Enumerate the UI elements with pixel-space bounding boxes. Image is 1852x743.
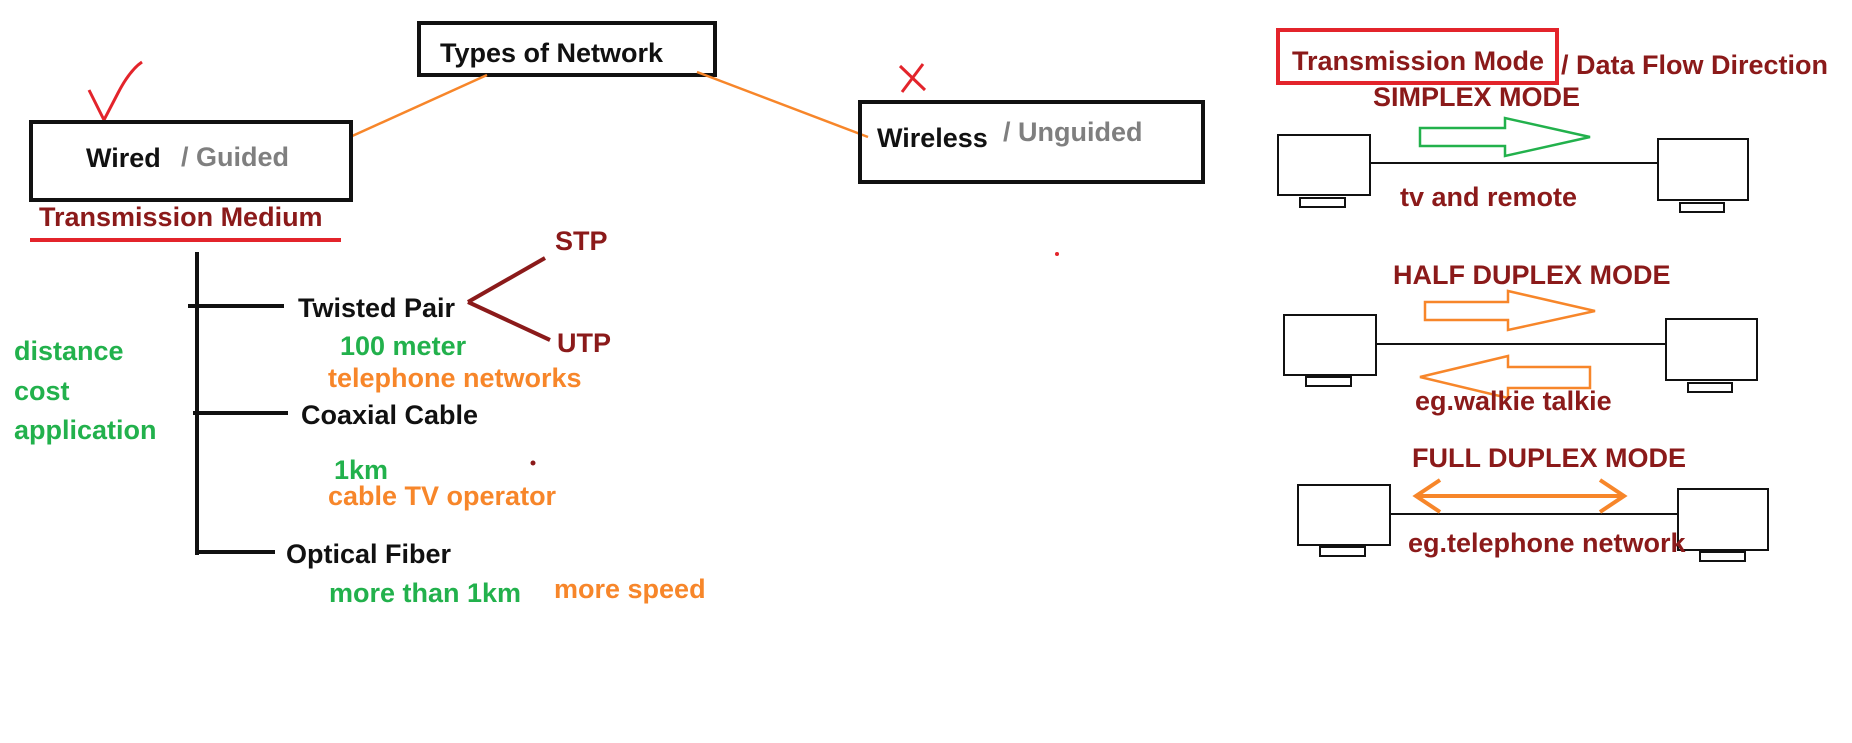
stp-branch-line bbox=[467, 256, 546, 304]
stp-label: STP bbox=[555, 226, 608, 256]
utp-label: UTP bbox=[557, 328, 611, 358]
half-duplex-mode-label: HALF DUPLEX MODE bbox=[1393, 260, 1671, 290]
simplex-arrow-icon bbox=[1418, 116, 1591, 158]
simplex-example: tv and remote bbox=[1400, 182, 1577, 212]
cross-mark-icon bbox=[898, 63, 927, 93]
optical-fiber-label: Optical Fiber bbox=[286, 539, 452, 569]
coaxial-application: cable TV operator bbox=[328, 481, 557, 511]
transmission-mode-box bbox=[1276, 28, 1559, 85]
half-duplex-computer-right bbox=[1665, 318, 1758, 393]
check-mark-icon bbox=[87, 60, 143, 124]
half-duplex-example: eg.walkie talkie bbox=[1415, 386, 1612, 416]
transmission-mode-subtitle: / Data Flow Direction bbox=[1561, 50, 1828, 80]
wired-label: Wired bbox=[86, 143, 161, 173]
simplex-computer-right bbox=[1657, 138, 1749, 213]
guided-label: / Guided bbox=[181, 142, 289, 172]
full-duplex-bidirectional-arrow-icon bbox=[1412, 478, 1628, 514]
transmission-mode-title: Transmission Mode bbox=[1292, 46, 1544, 76]
criteria-distance: distance bbox=[14, 336, 124, 366]
twisted-pair-distance: 100 meter bbox=[340, 331, 467, 361]
twisted-pair-application: telephone networks bbox=[328, 363, 582, 393]
criteria-cost: cost bbox=[14, 376, 70, 406]
unguided-label: / Unguided bbox=[1003, 117, 1142, 147]
wired-box bbox=[29, 120, 353, 202]
twisted-pair-label: Twisted Pair bbox=[298, 293, 456, 323]
optical-fiber-distance: more than 1km bbox=[329, 578, 521, 608]
half-duplex-computer-left bbox=[1283, 314, 1377, 387]
optical-fiber-feature: more speed bbox=[554, 574, 706, 604]
half-duplex-arrow-right-icon bbox=[1423, 289, 1596, 332]
transmission-medium-label: Transmission Medium bbox=[39, 202, 323, 232]
utp-branch-line bbox=[467, 300, 551, 342]
simplex-computer-left bbox=[1277, 134, 1371, 208]
full-duplex-mode-label: FULL DUPLEX MODE bbox=[1412, 443, 1686, 473]
simplex-mode-label: SIMPLEX MODE bbox=[1373, 82, 1580, 112]
connector-root-wireless bbox=[696, 70, 869, 139]
half-duplex-arrow-left-icon bbox=[1419, 354, 1592, 400]
types-of-network-box bbox=[417, 21, 717, 77]
full-duplex-computer-right bbox=[1677, 488, 1769, 562]
criteria-application: application bbox=[14, 415, 157, 445]
types-of-network-label: Types of Network bbox=[440, 38, 664, 68]
full-duplex-computer-left bbox=[1297, 484, 1391, 557]
full-duplex-example: eg.telephone network bbox=[1408, 528, 1687, 558]
connector-root-wired bbox=[349, 73, 488, 139]
stray-dot bbox=[530, 460, 536, 466]
wireless-label: Wireless bbox=[877, 123, 988, 153]
wireless-box bbox=[858, 100, 1205, 184]
coaxial-distance: 1km bbox=[334, 455, 388, 485]
coaxial-label: Coaxial Cable bbox=[301, 400, 478, 430]
stray-dot-center bbox=[1055, 252, 1059, 256]
